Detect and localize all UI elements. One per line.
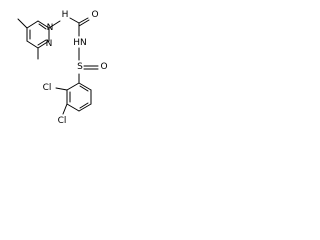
bond xyxy=(66,103,80,112)
atom-label: HN xyxy=(73,38,87,48)
bond xyxy=(78,103,92,112)
chemical-structure-diagram: N N H HN O S O Cl Cl xyxy=(17,10,108,126)
bond xyxy=(17,18,28,29)
bond xyxy=(78,82,92,91)
bond xyxy=(79,85,89,92)
atom-label: N xyxy=(47,23,54,33)
bond xyxy=(78,19,90,27)
atom-label: S xyxy=(77,62,83,72)
bond xyxy=(62,103,68,115)
bond xyxy=(37,40,50,49)
bond xyxy=(69,17,80,24)
atom-label: H xyxy=(62,10,69,20)
atom-label: Cl xyxy=(58,116,67,126)
atom-label: Cl xyxy=(43,83,52,93)
bond xyxy=(79,102,89,109)
atom-label: O xyxy=(91,10,98,20)
bond xyxy=(78,17,89,24)
bond xyxy=(26,40,39,49)
atom-label: O xyxy=(100,62,107,72)
bond xyxy=(37,20,50,29)
bond xyxy=(37,39,47,46)
bond xyxy=(55,87,68,91)
bond xyxy=(48,20,61,29)
bond xyxy=(38,23,47,30)
structure-canvas: N N H HN O S O Cl Cl xyxy=(0,0,128,132)
bond xyxy=(66,82,80,91)
atom-label: N xyxy=(46,39,53,49)
bond xyxy=(26,20,39,29)
